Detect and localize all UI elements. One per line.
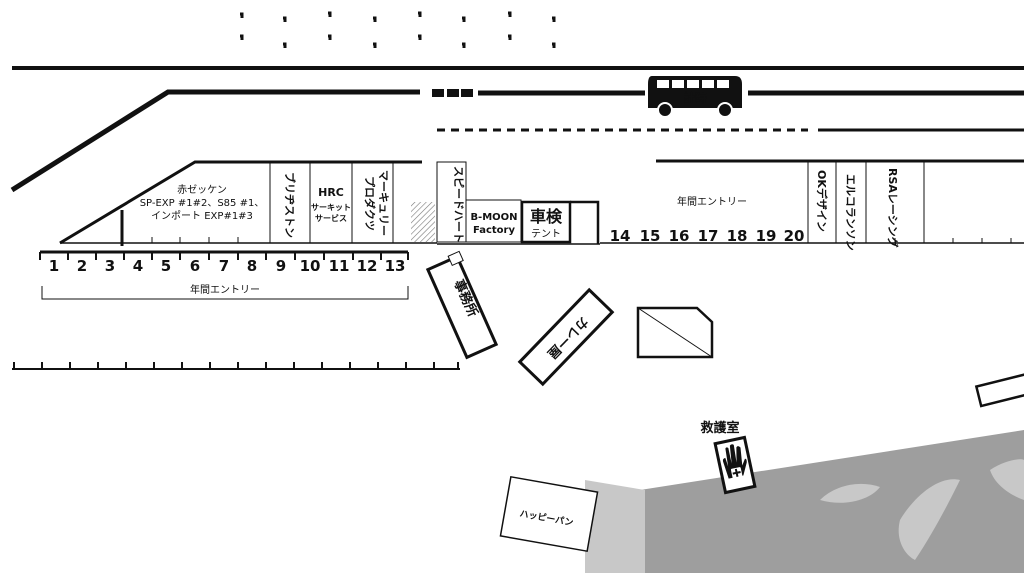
right-ticks xyxy=(835,238,1012,243)
shaken-line1: 車検 xyxy=(530,207,563,226)
elcoranson-label: エルコランソン xyxy=(844,174,857,251)
ok-design-label: OKデザイン xyxy=(815,170,829,232)
timing-label: 計時 xyxy=(683,90,707,105)
lower-lane-ticks xyxy=(13,362,459,369)
gate-block-1 xyxy=(432,89,444,97)
pit-number: 20 xyxy=(784,227,805,245)
light-gray-patch xyxy=(585,480,645,573)
pit-number: 14 xyxy=(610,227,631,245)
happy-pan-booth xyxy=(499,475,599,553)
pit-number: 3 xyxy=(105,257,115,275)
speedheart-label: スピードハート xyxy=(452,166,465,243)
light-shape-1 xyxy=(898,479,960,560)
top-marks xyxy=(240,11,556,48)
pit-numbers-left: 1 2 3 4 5 6 7 8 9 10 11 12 13 xyxy=(49,257,406,275)
right-small-box xyxy=(974,372,1024,408)
pit-number: 10 xyxy=(300,257,321,275)
pit-number: 2 xyxy=(77,257,87,275)
pit-wall-line xyxy=(10,89,420,193)
first-aid-label: 救護室 xyxy=(700,420,739,436)
shaken-bracket xyxy=(570,200,600,244)
pit-number: 11 xyxy=(329,257,350,275)
pit-number: 19 xyxy=(756,227,777,245)
gate-block-3 xyxy=(461,89,473,97)
shaken-line2: テント xyxy=(531,229,561,240)
pit-number: 8 xyxy=(247,257,257,275)
pit-number: 1 xyxy=(49,257,59,275)
pit-number: 13 xyxy=(385,257,406,275)
annual-entry-bracket xyxy=(41,286,409,300)
curry-shop xyxy=(517,287,615,387)
bmoon-line2: Factory xyxy=(473,225,516,236)
pit-number: 12 xyxy=(357,257,378,275)
pit-number: 5 xyxy=(161,257,171,275)
gate-block-2 xyxy=(447,89,459,97)
akazekken-label-2: SP-EXP #1#2、S85 #1、 xyxy=(140,198,265,209)
light-shape-3 xyxy=(990,459,1024,500)
marcury-label: マーキュリー xyxy=(377,170,390,236)
shaken-tent xyxy=(520,200,572,244)
hatched-area xyxy=(411,202,435,242)
pit-number: 4 xyxy=(133,257,143,275)
pit-number: 6 xyxy=(190,257,200,275)
hrc-line3: サービス xyxy=(315,213,347,223)
akazekken-label-1: 赤ゼッケン xyxy=(177,184,227,196)
light-shape-2 xyxy=(820,483,880,503)
timing-bus xyxy=(648,76,742,118)
annual-entry-left: 年間エントリー xyxy=(190,283,260,296)
annual-entry-right: 年間エントリー xyxy=(677,195,747,208)
bridgestone-label: ブリヂストン xyxy=(283,172,297,238)
pit-number: 7 xyxy=(219,257,229,275)
pit-number: 15 xyxy=(640,227,661,245)
pit-number: 16 xyxy=(669,227,690,245)
pit-numbers-right: 14 15 16 17 18 19 20 xyxy=(610,227,805,245)
speedheart-box xyxy=(436,161,467,243)
hrc-title: HRC xyxy=(318,186,344,199)
pit-number: 17 xyxy=(698,227,719,245)
rsa-racing-label: RSAレーシング xyxy=(886,168,900,248)
hrc-line2: サーキット xyxy=(311,203,351,212)
pit-row-ticks xyxy=(39,252,409,260)
marcury2-label: プロダクツ xyxy=(363,176,377,231)
first-aid-sign xyxy=(713,435,757,495)
pit-number: 18 xyxy=(727,227,748,245)
bmoon-line1: B-MOON xyxy=(470,212,517,223)
office-building xyxy=(425,250,499,360)
akazekken-label-3: インポート EXP#1#3 xyxy=(151,210,253,222)
pit-number: 9 xyxy=(276,257,286,275)
